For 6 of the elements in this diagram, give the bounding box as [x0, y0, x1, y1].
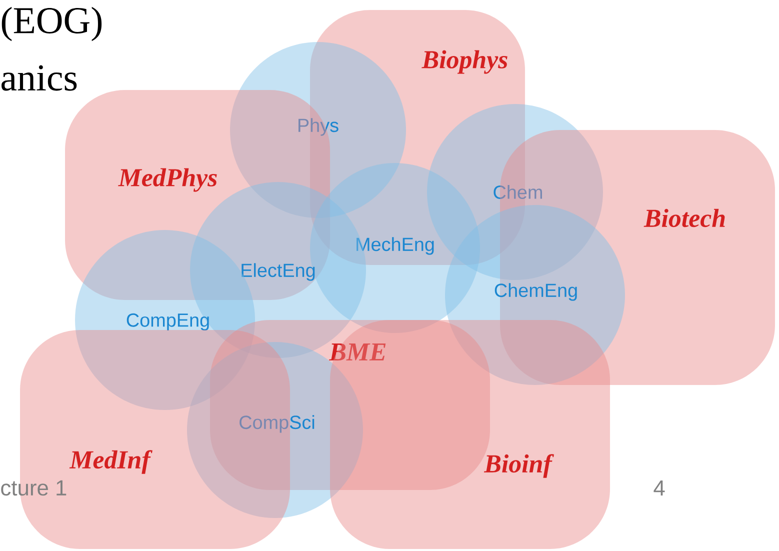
circle-region: ChemEng	[445, 205, 625, 385]
footer-text: 4	[654, 480, 665, 496]
circle-region: Phys	[230, 42, 406, 218]
footer-text: cture 1	[1, 480, 66, 496]
slide-text: (EOG)	[2, 6, 102, 42]
slide-text: anics	[2, 65, 77, 91]
